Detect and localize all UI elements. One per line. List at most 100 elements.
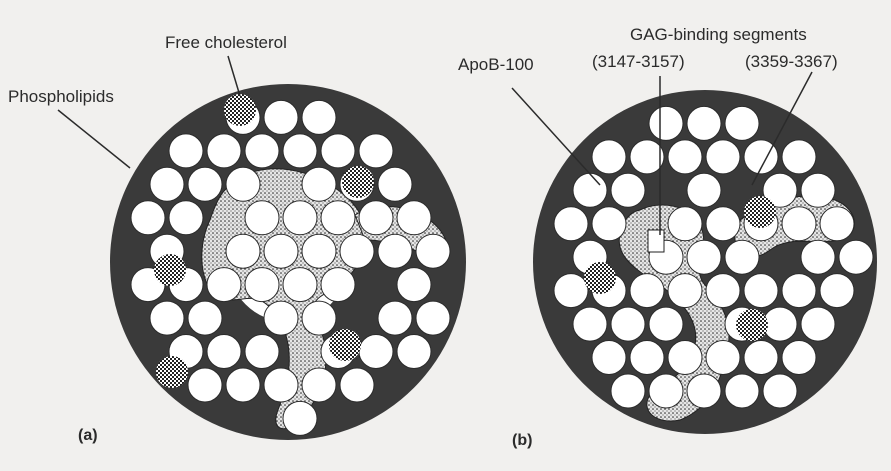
phospholipid-head: [781, 206, 817, 242]
phospholipid-head: [819, 206, 855, 242]
phospholipid-head: [629, 139, 665, 175]
phospholipid-head: [838, 239, 874, 275]
phospholipid-head: [244, 334, 280, 369]
leader-lines: [57, 55, 813, 235]
phospholipid-head: [320, 200, 356, 236]
phospholipid-head: [705, 273, 741, 309]
phospholipid-head: [263, 233, 299, 269]
phospholipid-head: [743, 139, 779, 175]
panel-a-label: (a): [78, 427, 98, 444]
phospholipid-head: [629, 273, 665, 309]
phospholipids-label: Phospholipids: [8, 87, 114, 106]
phospholipid-head: [781, 273, 817, 309]
phospholipid-head: [282, 267, 318, 303]
phospholipid-head: [263, 99, 299, 135]
phospholipid-head: [320, 133, 356, 169]
cholesterol-a-4: [329, 329, 361, 361]
phospholipid-head: [572, 306, 608, 342]
phospholipid-head: [781, 139, 817, 175]
phospholipid-head: [686, 373, 722, 409]
phospholipid-head: [187, 166, 223, 202]
phospholipid-head: [339, 233, 375, 269]
phospholipid-head: [377, 233, 413, 269]
phospholipid-head: [244, 267, 280, 303]
phospholipid-head: [415, 233, 451, 269]
cholesterol-b-3: [736, 309, 768, 341]
phospholipid-head: [396, 334, 432, 369]
phospholipid-head: [244, 133, 280, 169]
phospholipid-head: [667, 340, 703, 375]
phospholipid-head: [648, 306, 684, 342]
cholesterol-a-1: [224, 94, 256, 126]
panel-b-label: (b): [512, 432, 532, 449]
cholesterol-a-2: [342, 166, 374, 198]
phospholipid-group-b: [553, 105, 874, 409]
phospholipid-head: [168, 200, 204, 236]
phospholipid-head: [686, 239, 722, 275]
phospholipid-head: [415, 300, 451, 336]
phospholipid-head: [705, 139, 741, 175]
phospholipid-head: [819, 273, 855, 309]
phospholipid-head: [339, 367, 375, 403]
phospholipid-head: [206, 334, 242, 369]
phospholipid-head: [244, 200, 280, 236]
phospholipid-head: [130, 200, 166, 236]
phospholipid-head: [358, 334, 394, 369]
phospholipid-head: [667, 206, 703, 242]
phospholipid-head: [282, 400, 318, 436]
gag-segment-2-label: (3359-3367): [745, 52, 838, 71]
phospholipid-head: [396, 267, 432, 303]
phospholipid-head: [301, 300, 337, 336]
phospholipid-head: [743, 273, 779, 309]
gag-segment-1-label: (3147-3157): [592, 52, 685, 71]
phospholipid-head: [705, 340, 741, 375]
phospholipid-head: [187, 367, 223, 403]
phospholipid-head: [320, 267, 356, 303]
cholesterol-b-1: [584, 262, 616, 294]
phospholipid-head: [686, 172, 722, 208]
cholesterol-b-2: [744, 196, 776, 228]
phospholipid-head: [377, 300, 413, 336]
phospholipid-head: [396, 200, 432, 236]
phospholipid-head: [301, 233, 337, 269]
phospholipid-head: [282, 200, 318, 236]
phospholipid-head: [553, 273, 589, 309]
phospholipid-head: [648, 105, 684, 141]
leader-phospholipids: [57, 109, 131, 169]
phospholipid-head: [149, 300, 185, 336]
phospholipid-head: [377, 166, 413, 202]
phospholipid-head: [301, 367, 337, 403]
phospholipid-head: [263, 300, 299, 336]
phospholipid-head: [206, 267, 242, 303]
phospholipid-head: [206, 133, 242, 169]
phospholipid-head: [686, 105, 722, 141]
phospholipid-head: [667, 273, 703, 309]
phospholipid-head: [591, 206, 627, 242]
phospholipid-head: [282, 133, 318, 169]
phospholipid-head: [301, 166, 337, 202]
phospholipid-head: [705, 206, 741, 242]
phospholipid-head: [762, 172, 798, 208]
phospholipid-head: [225, 233, 261, 269]
panel-b-particle: [533, 90, 877, 434]
phospholipid-head: [648, 373, 684, 409]
phospholipid-head: [610, 306, 646, 342]
phospholipid-head: [762, 373, 798, 409]
phospholipid-head: [800, 306, 836, 342]
phospholipid-head: [743, 340, 779, 375]
free-cholesterol-group-b: [584, 196, 776, 341]
cholesterol-a-3: [154, 254, 186, 286]
cholesterol-a-5: [156, 356, 188, 388]
phospholipid-head: [800, 172, 836, 208]
phospholipid-head: [225, 367, 261, 403]
phospholipid-head: [572, 172, 608, 208]
phospholipid-head: [591, 139, 627, 175]
apob100-label: ApoB-100: [458, 55, 534, 74]
phospholipid-head: [724, 105, 760, 141]
phospholipid-head: [629, 340, 665, 375]
panel-a-particle: [110, 84, 466, 440]
phospholipid-head: [187, 300, 223, 336]
gag-binding-segments-label: GAG-binding segments: [630, 25, 807, 44]
